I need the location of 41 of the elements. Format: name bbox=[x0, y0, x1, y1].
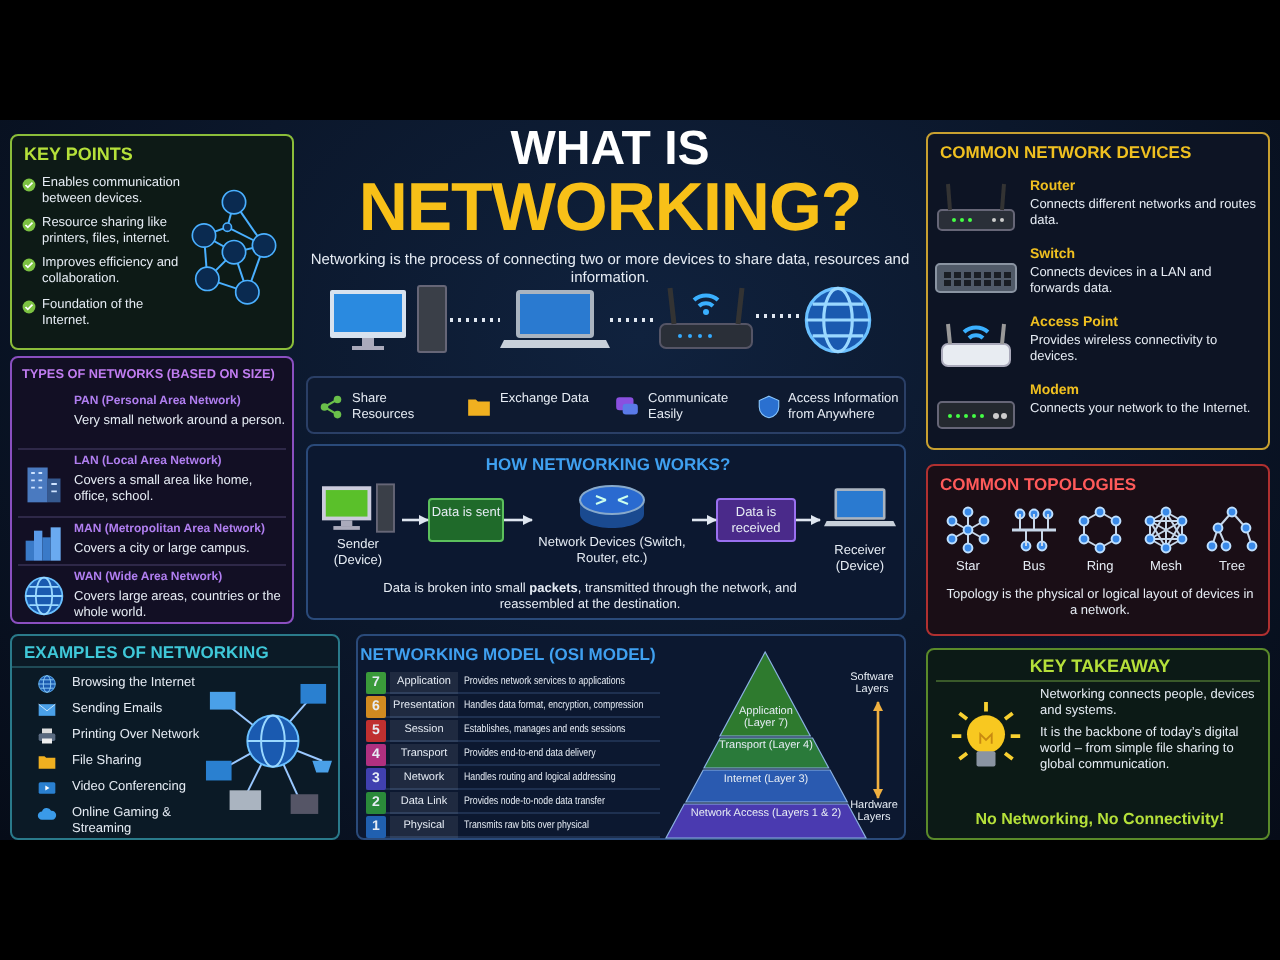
osi-layer-row bbox=[366, 744, 660, 766]
network-type-item bbox=[18, 454, 286, 518]
dotted-line bbox=[610, 318, 656, 322]
osi-layer-row bbox=[366, 792, 660, 814]
network-devices-panel bbox=[926, 132, 1270, 450]
how-it-works-panel bbox=[306, 444, 906, 620]
panel-heading: EXAMPLES OF NETWORKING bbox=[24, 642, 271, 663]
panel-heading: KEY TAKEAWAY bbox=[1027, 656, 1173, 678]
panel-heading: COMMON TOPOLOGIES bbox=[940, 474, 1139, 495]
process-box bbox=[716, 498, 796, 542]
key-points-panel bbox=[10, 134, 294, 350]
osi-layer-row bbox=[366, 768, 660, 790]
panel-heading: NETWORKING MODEL (OSI MODEL) bbox=[358, 644, 658, 665]
osi-layer-row bbox=[366, 696, 660, 718]
desktop-computer-drawing bbox=[330, 286, 450, 352]
benefits-bar bbox=[306, 376, 906, 434]
title: WHAT IS NETWORKING? bbox=[356, 124, 864, 248]
dotted-line bbox=[450, 318, 500, 322]
panel-heading: KEY POINTS bbox=[24, 144, 135, 166]
osi-layer-row bbox=[366, 672, 660, 694]
network-type-item bbox=[18, 394, 286, 450]
panel-heading: COMMON NETWORK DEVICES bbox=[940, 142, 1194, 163]
examples-panel bbox=[10, 634, 340, 840]
process-box bbox=[428, 498, 504, 542]
network-types-panel bbox=[10, 356, 294, 624]
slogan-text: No Networking, No Connectivity! bbox=[973, 810, 1227, 830]
osi-layer-row bbox=[366, 720, 660, 742]
double-arrow bbox=[872, 700, 884, 800]
topologies-panel bbox=[926, 464, 1270, 636]
arrow bbox=[504, 514, 534, 526]
network-type-item bbox=[18, 522, 286, 566]
osi-model-panel bbox=[356, 634, 906, 840]
osi-layer-row bbox=[366, 816, 660, 838]
arrow bbox=[796, 514, 822, 526]
panel-heading: HOW NETWORKING WORKS? bbox=[483, 454, 733, 475]
arrow bbox=[402, 514, 430, 526]
key-takeaway-panel bbox=[926, 648, 1270, 840]
arrow bbox=[692, 514, 718, 526]
globe-drawing bbox=[800, 282, 876, 358]
dotted-line bbox=[756, 314, 800, 318]
laptop-drawing bbox=[500, 290, 610, 350]
